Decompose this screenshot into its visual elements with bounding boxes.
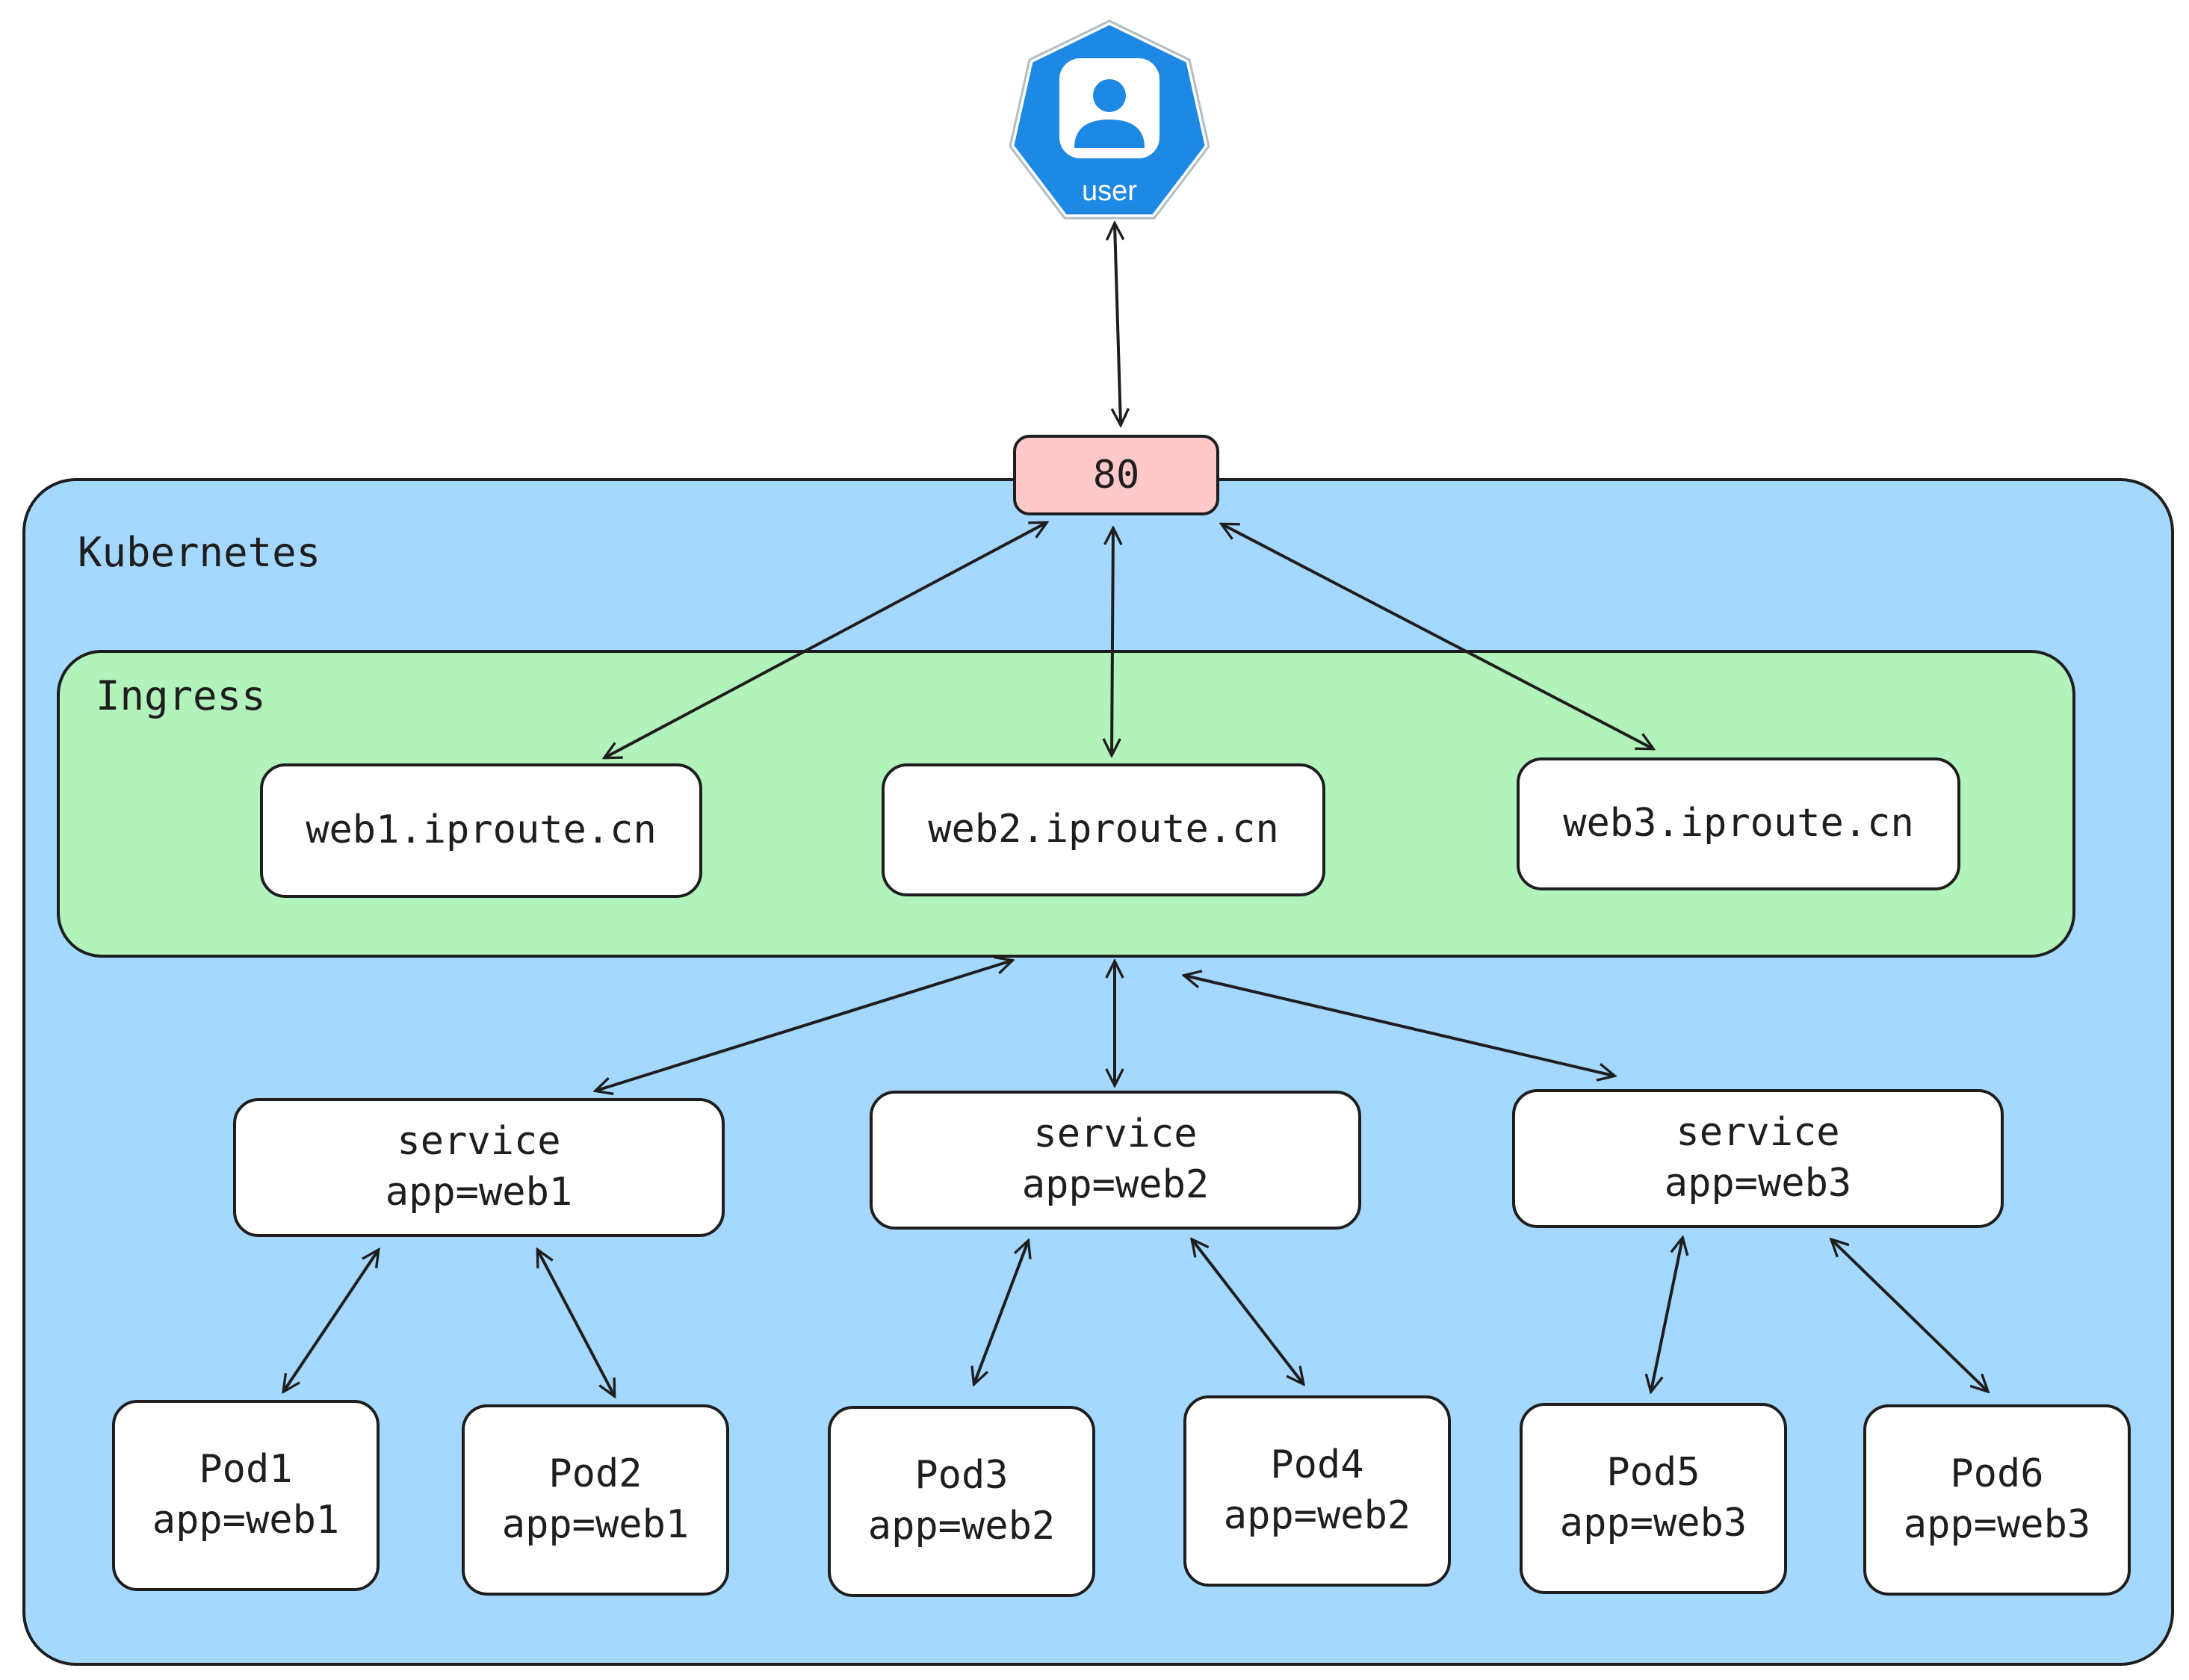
arrow-svc3-pod6 xyxy=(1832,1240,1987,1391)
pod-1[interactable]: Pod1 app=web1 xyxy=(112,1400,380,1591)
host-label: web2.iproute.cn xyxy=(928,807,1279,852)
pod-3[interactable]: Pod3 app=web2 xyxy=(828,1406,1095,1597)
service-web2[interactable]: service app=web2 xyxy=(870,1091,1361,1230)
arrow-user-port xyxy=(1115,224,1121,424)
port-80-box[interactable]: 80 xyxy=(1013,435,1219,515)
port-label: 80 xyxy=(1092,453,1140,498)
ingress-label: Ingress xyxy=(96,672,266,719)
service-title: service xyxy=(397,1119,561,1165)
pod-4[interactable]: Pod4 app=web2 xyxy=(1183,1395,1451,1587)
pod-5[interactable]: Pod5 app=web3 xyxy=(1520,1403,1787,1594)
arrow-svc2-pod4 xyxy=(1192,1240,1303,1383)
user-head xyxy=(1093,79,1126,112)
user-icon[interactable]: user xyxy=(1001,15,1218,232)
pod-label: app=web1 xyxy=(152,1498,340,1543)
service-title: service xyxy=(1676,1110,1840,1156)
ingress-host-web2[interactable]: web2.iproute.cn xyxy=(882,763,1325,896)
service-title: service xyxy=(1033,1112,1198,1157)
arrow-ingress-svc1 xyxy=(596,961,1012,1091)
badge-outline xyxy=(1009,19,1210,220)
pod-name: Pod3 xyxy=(914,1453,1009,1498)
ingress-host-web1[interactable]: web1.iproute.cn xyxy=(260,763,702,898)
pod-label: app=web2 xyxy=(867,1504,1056,1549)
arrow-ingress-svc3 xyxy=(1185,976,1614,1076)
service-selector: app=web2 xyxy=(1021,1162,1210,1207)
pod-label: app=web1 xyxy=(501,1502,690,1547)
pod-name: Pod6 xyxy=(1950,1451,2044,1497)
arrow-svc3-pod5 xyxy=(1651,1239,1682,1391)
pod-name: Pod2 xyxy=(548,1451,643,1497)
kubernetes-label: Kubernetes xyxy=(78,529,321,576)
service-selector: app=web3 xyxy=(1664,1161,1852,1206)
user-label: user xyxy=(1082,176,1137,207)
ingress-host-web3[interactable]: web3.iproute.cn xyxy=(1517,757,1960,890)
host-label: web1.iproute.cn xyxy=(306,808,657,853)
pod-name: Pod4 xyxy=(1270,1442,1364,1488)
pod-name: Pod5 xyxy=(1606,1450,1700,1495)
pod-6[interactable]: Pod6 app=web3 xyxy=(1863,1404,2131,1596)
arrow-port-web1 xyxy=(605,523,1046,757)
service-web3[interactable]: service app=web3 xyxy=(1512,1089,2004,1228)
service-web1[interactable]: service app=web1 xyxy=(233,1098,725,1237)
user-body xyxy=(1074,120,1145,148)
arrow-svc1-pod2 xyxy=(538,1250,614,1395)
arrow-svc1-pod1 xyxy=(284,1250,378,1391)
arrow-port-web2 xyxy=(1112,529,1113,754)
pod-label: app=web3 xyxy=(1559,1501,1747,1546)
service-selector: app=web1 xyxy=(385,1170,573,1215)
host-label: web3.iproute.cn xyxy=(1563,801,1914,846)
pod-name: Pod1 xyxy=(199,1447,293,1493)
pod-label: app=web2 xyxy=(1223,1493,1411,1538)
pod-label: app=web3 xyxy=(1903,1502,2091,1547)
arrow-port-web3 xyxy=(1222,524,1653,748)
arrow-svc2-pod3 xyxy=(974,1242,1028,1383)
pod-2[interactable]: Pod2 app=web1 xyxy=(462,1404,729,1596)
